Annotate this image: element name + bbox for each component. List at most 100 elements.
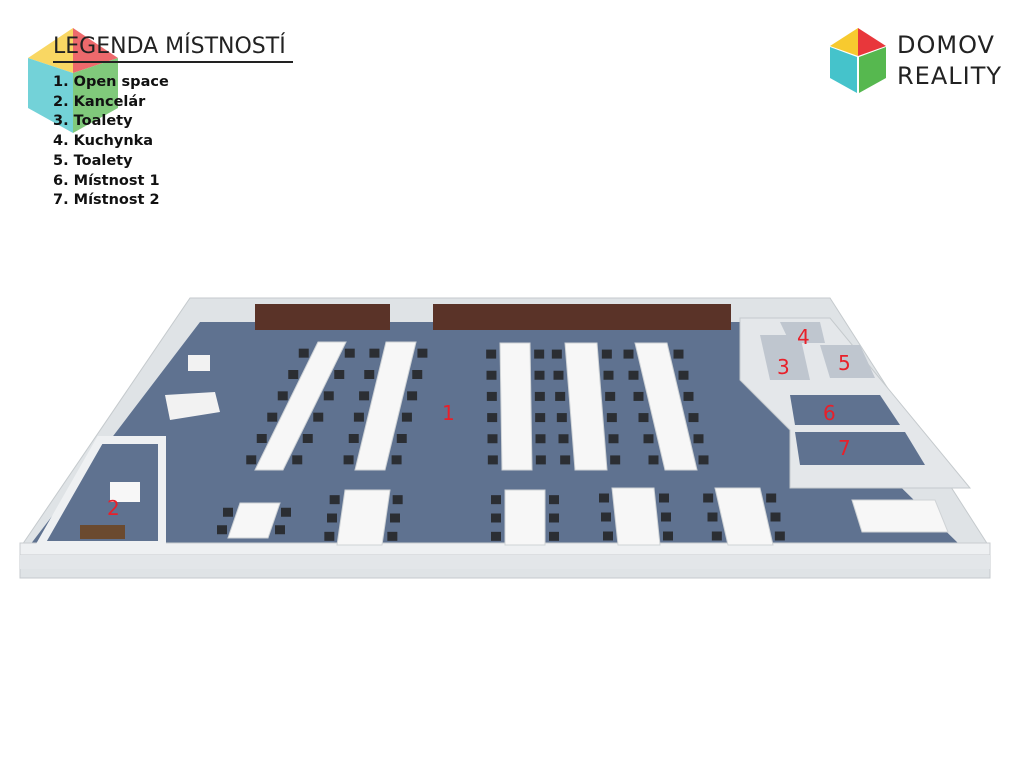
chair — [693, 434, 704, 444]
chair — [659, 493, 669, 503]
chair — [334, 370, 345, 379]
room-legend: LEGENDA MÍSTNOSTÍ 1. Open space 2. Kancel… — [53, 34, 293, 211]
chair — [487, 455, 498, 465]
room-label-1: 1 — [442, 401, 455, 425]
kitchen-floor — [780, 322, 825, 343]
chair — [407, 391, 418, 401]
chair — [486, 391, 497, 401]
chair — [673, 349, 684, 359]
chair — [610, 455, 621, 465]
desk — [634, 342, 698, 471]
desk — [254, 341, 347, 471]
chair — [643, 434, 654, 444]
meeting-desk — [851, 499, 949, 533]
chair — [549, 513, 559, 523]
chair — [556, 413, 567, 423]
chair — [396, 434, 407, 443]
room-label-5: 5 — [838, 351, 851, 375]
chair — [678, 370, 689, 380]
chair — [329, 495, 340, 505]
desks — [227, 341, 949, 546]
chair — [486, 349, 497, 359]
brand-line-1: DOMOV — [897, 31, 995, 59]
legend-title: LEGENDA MÍSTNOSTÍ — [53, 34, 293, 63]
office-cabinet — [80, 525, 125, 539]
desk — [336, 489, 391, 546]
chair — [560, 455, 571, 465]
chair — [558, 434, 569, 444]
chair — [534, 370, 545, 380]
chair — [605, 391, 616, 401]
chair — [703, 493, 714, 503]
chair — [217, 525, 227, 535]
room-7-floor — [795, 432, 925, 465]
chair — [344, 348, 355, 358]
chair — [707, 512, 718, 522]
chair — [256, 434, 267, 443]
chair — [302, 434, 313, 443]
room-6-floor — [790, 395, 900, 425]
chair — [343, 455, 354, 465]
room-label-7: 7 — [838, 436, 851, 460]
brand-logo — [830, 28, 886, 93]
legend-item: 5. Toalety — [53, 152, 133, 169]
desk — [611, 487, 661, 546]
chair — [392, 495, 403, 505]
chair — [535, 434, 546, 444]
brand-name: DOMOV REALITY — [897, 30, 1002, 92]
chair — [353, 412, 364, 422]
toilets-2-floor — [820, 345, 875, 378]
office-room — [33, 436, 166, 549]
chair — [313, 412, 324, 422]
room-label-3: 3 — [777, 355, 790, 379]
chair — [766, 493, 777, 503]
chair — [661, 512, 671, 522]
desk — [499, 342, 533, 471]
chair — [324, 531, 335, 541]
chair — [638, 413, 649, 423]
chair — [323, 391, 334, 401]
chair — [223, 507, 233, 517]
chair — [401, 412, 412, 422]
desk — [564, 342, 608, 471]
chair — [275, 525, 285, 535]
chair — [535, 455, 546, 465]
desk — [504, 489, 546, 546]
legend-item: 4. Kuchynka — [53, 133, 154, 150]
chair — [553, 370, 564, 380]
legend-item: 2. Kancelár — [53, 93, 146, 110]
chair — [491, 513, 501, 523]
chair — [648, 455, 659, 465]
chair — [623, 349, 634, 359]
desk — [354, 341, 417, 471]
chair — [549, 495, 559, 505]
chair — [555, 391, 566, 401]
front-wall-base — [20, 555, 990, 569]
chair — [387, 531, 398, 541]
desk — [714, 487, 774, 546]
chair — [711, 531, 722, 541]
chair — [770, 512, 781, 522]
chair — [601, 512, 611, 522]
office-desk — [110, 482, 140, 502]
chair — [267, 412, 278, 422]
legend-item: 6. Místnost 1 — [53, 172, 160, 189]
chair — [551, 349, 562, 359]
chair — [608, 434, 619, 444]
room-label-6: 6 — [823, 401, 836, 425]
legend-item: 7. Místnost 2 — [53, 192, 160, 209]
chair — [491, 531, 501, 541]
chair — [628, 370, 639, 380]
chair — [535, 413, 546, 423]
toilets-floor — [760, 335, 810, 380]
chair — [491, 495, 501, 505]
chair — [281, 507, 291, 517]
legend-item: 1. Open space — [53, 74, 169, 90]
chair — [663, 531, 673, 541]
chair — [277, 391, 288, 401]
bookshelf — [433, 304, 731, 330]
chair — [412, 370, 423, 379]
chair — [549, 531, 559, 541]
chair — [364, 370, 375, 379]
